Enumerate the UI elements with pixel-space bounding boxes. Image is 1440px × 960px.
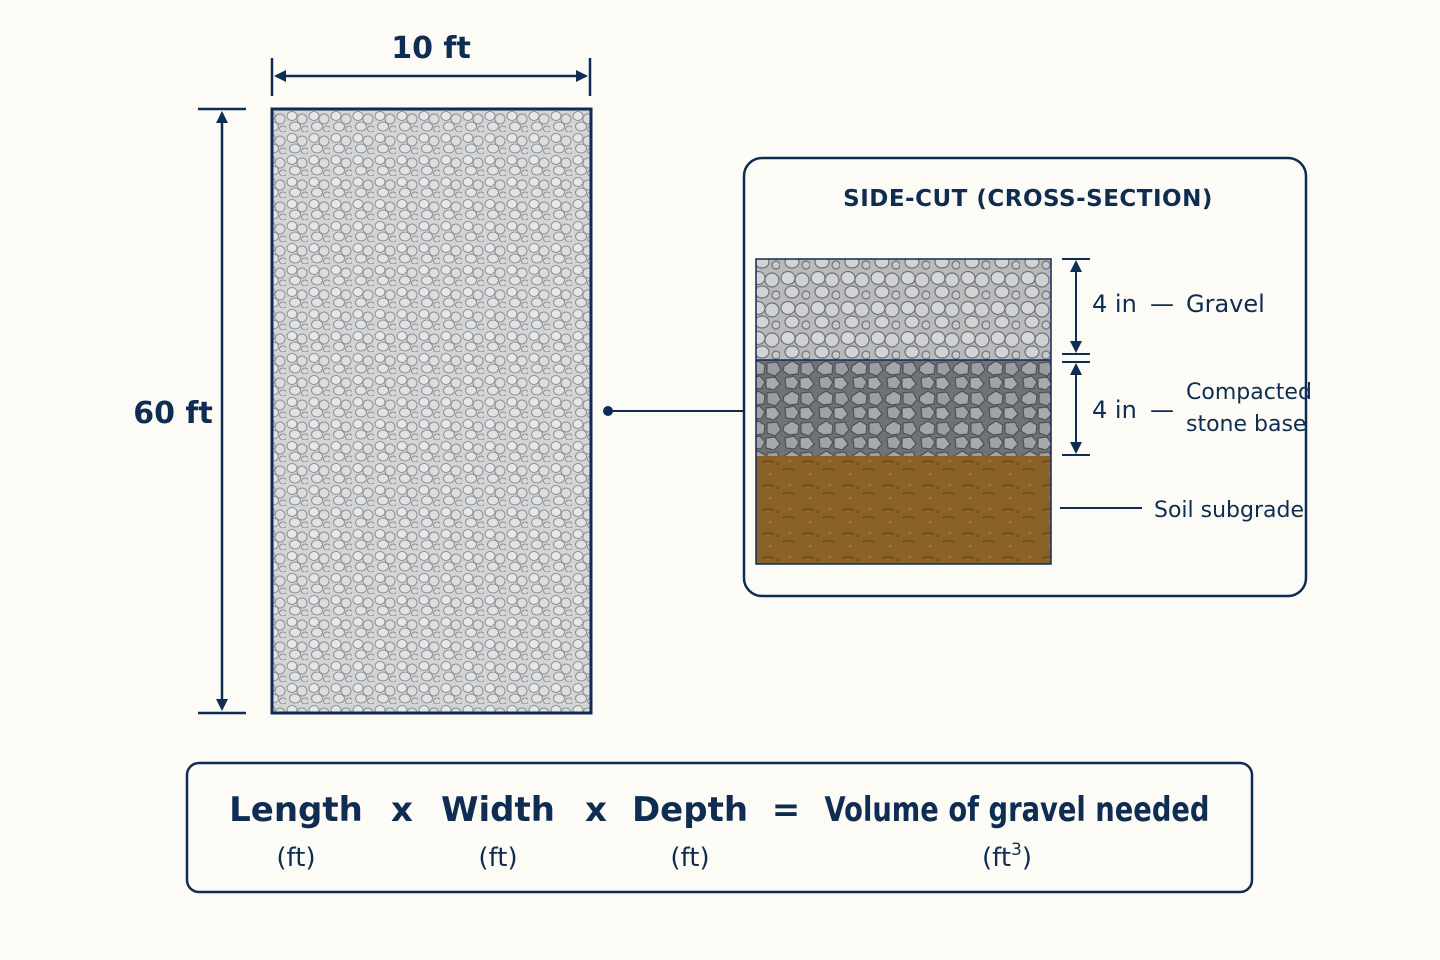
layer-stone-base: [756, 360, 1051, 456]
result-unit-exponent: 3: [1011, 840, 1022, 860]
formula-depth-unit: (ft): [670, 843, 709, 873]
layer-soil: [756, 456, 1051, 564]
formula-width: Width: [441, 790, 555, 830]
cross-section-outline: [755, 258, 1052, 565]
cross-section-title: SIDE-CUT (CROSS-SECTION): [843, 186, 1213, 212]
width-dimension: 10 ft: [270, 31, 592, 96]
stone-name-line2: stone base: [1186, 412, 1306, 437]
stone-thickness-label: 4 in: [1092, 396, 1137, 424]
formula-operator-equals: =: [772, 790, 801, 830]
section-connector: [603, 406, 744, 416]
stone-dash: —: [1150, 396, 1174, 424]
length-dimension: 60 ft: [133, 107, 246, 715]
formula-length-unit: (ft): [276, 843, 315, 873]
gravel-thickness-label: 4 in: [1092, 290, 1137, 318]
length-label: 60 ft: [133, 396, 213, 431]
cross-section-panel: SIDE-CUT (CROSS-SECTION) 4 in — Gravel 4…: [742, 156, 1312, 598]
formula-depth: Depth: [632, 790, 748, 830]
formula-result-unit: (ft3): [982, 840, 1032, 873]
formula-frame: [185, 761, 1254, 894]
formula-result: Volume of gravel needed: [825, 790, 1210, 830]
formula-operator-times-1: x: [391, 790, 413, 830]
soil-name-label: Soil subgrade: [1154, 498, 1304, 523]
formula-box: Length (ft) x Width (ft) x Depth (ft) = …: [185, 761, 1254, 894]
gravel-name-label: Gravel: [1186, 290, 1265, 318]
formula-width-unit: (ft): [478, 843, 517, 873]
formula-operator-times-2: x: [585, 790, 607, 830]
result-unit-close: ): [1022, 843, 1032, 873]
gravel-dash: —: [1150, 290, 1174, 318]
stone-name-line1: Compacted: [1186, 380, 1312, 405]
result-unit-base: (ft: [982, 843, 1011, 873]
layer-gravel: [756, 259, 1051, 360]
gravel-plan-area: [270, 107, 593, 715]
width-label: 10 ft: [391, 31, 471, 66]
formula-length: Length: [229, 790, 363, 830]
